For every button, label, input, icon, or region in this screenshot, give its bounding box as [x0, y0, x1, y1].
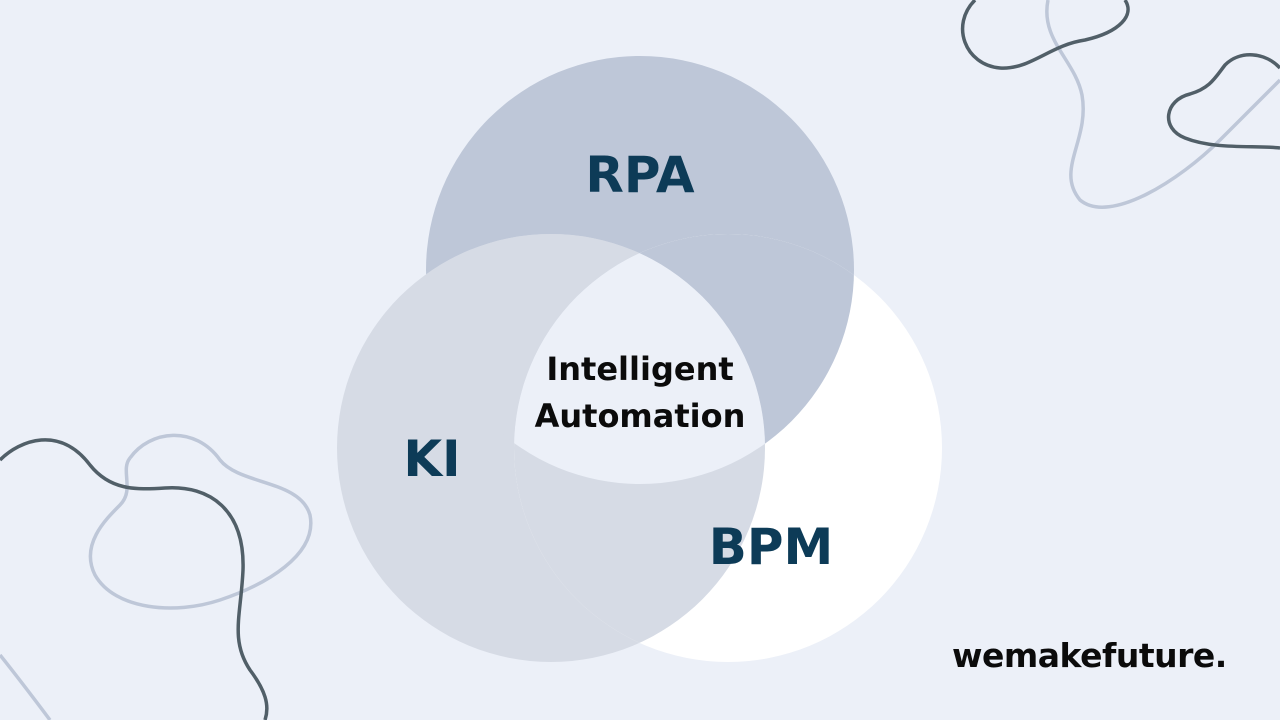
squiggle-line — [1045, 0, 1280, 209]
squiggle-line — [1167, 53, 1280, 150]
ki-label: KI — [403, 430, 460, 488]
center-label-line-2: Automation — [535, 397, 746, 435]
rpa-label: RPA — [585, 146, 695, 204]
squiggle-line — [0, 438, 269, 720]
bpm-label: BPM — [709, 518, 834, 576]
decorative-squiggles-top-right — [960, 0, 1280, 209]
squiggle-line — [0, 433, 313, 720]
center-intersection — [514, 234, 765, 484]
decorative-squiggles-bottom-left — [0, 433, 313, 720]
center-label-line-1: Intelligent — [546, 350, 733, 388]
brand-logo: wemakefuture. — [952, 636, 1227, 675]
squiggle-line — [960, 0, 1130, 70]
